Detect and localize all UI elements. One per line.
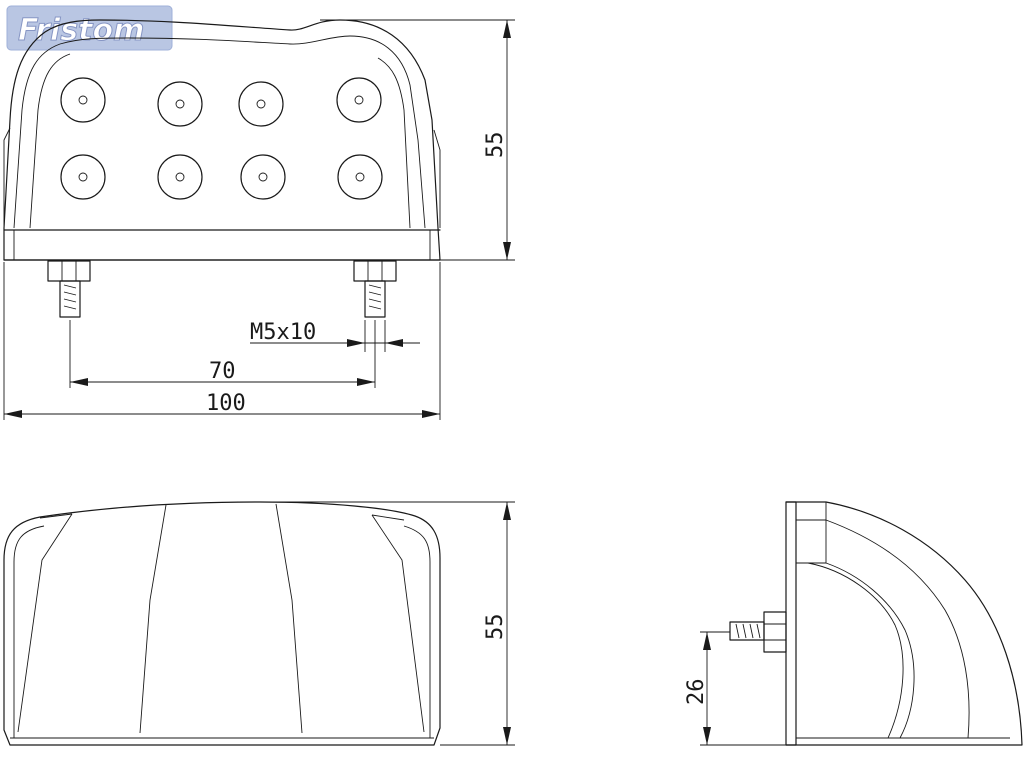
- side-view: 26: [684, 501, 1023, 746]
- dimension-side-bolt-height: 26: [684, 631, 786, 746]
- side-bolt-height-label: 26: [684, 679, 709, 706]
- led-row-top: [60, 77, 382, 127]
- bottom-height-label: 55: [483, 614, 508, 641]
- led-row-bottom: [60, 154, 383, 200]
- total-width-label: 100: [206, 391, 246, 416]
- led: [336, 77, 382, 123]
- brand-logo: Fristom: [6, 5, 173, 51]
- led: [238, 81, 284, 127]
- led: [60, 154, 106, 200]
- side-housing-outline: [785, 501, 1023, 746]
- side-bolt: [729, 611, 787, 653]
- logo-text: Fristom: [18, 13, 144, 48]
- led: [240, 154, 286, 200]
- front-housing-outline: [3, 19, 441, 261]
- bolt-left: [47, 260, 91, 318]
- led: [337, 154, 383, 200]
- side-mounting-plate: [785, 501, 797, 746]
- led: [157, 154, 203, 200]
- dimension-total-width: 100: [3, 262, 441, 420]
- front-height-label: 55: [483, 132, 508, 159]
- led: [157, 81, 203, 127]
- thread-label: M5x10: [250, 320, 316, 345]
- front-housing-inner: [13, 35, 426, 229]
- bottom-housing-outline: [3, 501, 441, 746]
- bottom-view: 55: [3, 501, 515, 746]
- dimension-thread: M5x10: [250, 320, 420, 352]
- dimension-bolt-spacing: 70: [69, 320, 376, 388]
- dimension-bottom-height: 55: [260, 501, 515, 746]
- bolt-spacing-label: 70: [209, 359, 236, 384]
- dimension-front-height: 55: [320, 19, 515, 261]
- bolt-right: [353, 260, 397, 318]
- led: [60, 77, 106, 123]
- front-view: 55 M5x10 70 100: [3, 19, 515, 420]
